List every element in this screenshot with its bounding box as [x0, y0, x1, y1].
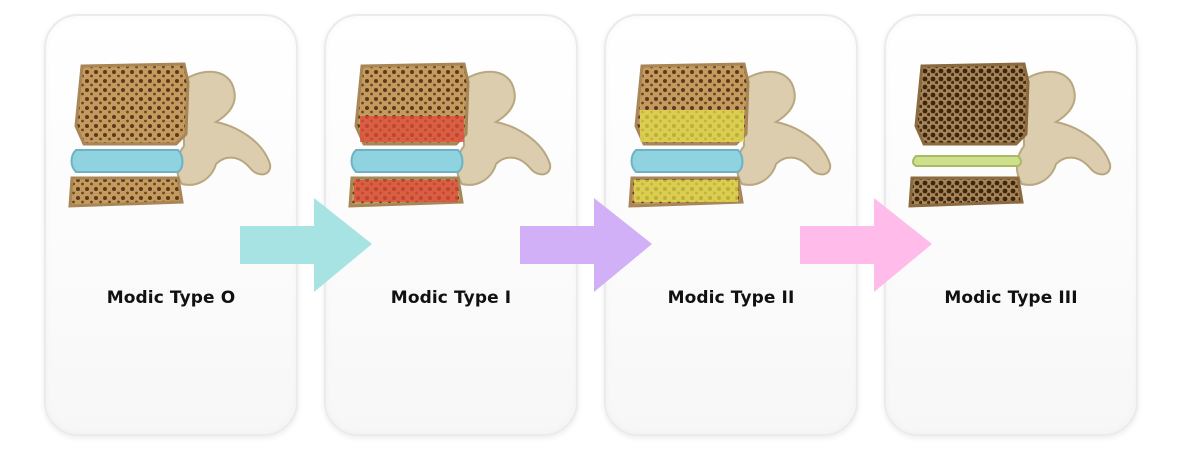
stage-card-type-0: Modic Type O [44, 14, 298, 436]
arrow-right-icon [800, 198, 932, 292]
vertebra-fatty-icon [628, 62, 832, 208]
arrow-right-icon [520, 198, 652, 292]
stage-card-type-2: Modic Type II [604, 14, 858, 436]
stage-card-type-1: Modic Type I [324, 14, 578, 436]
vertebra-normal-icon [68, 62, 272, 208]
stage-label: Modic Type III [944, 288, 1078, 308]
stage-label: Modic Type O [106, 288, 236, 308]
stage-card-type-3: Modic Type III [884, 14, 1138, 436]
stage-label: Modic Type II [667, 288, 795, 308]
stage-label: Modic Type I [390, 288, 512, 308]
arrow-right-icon [240, 198, 372, 292]
vertebra-sclerotic-icon [908, 62, 1112, 208]
vertebra-edema-icon [348, 62, 552, 208]
